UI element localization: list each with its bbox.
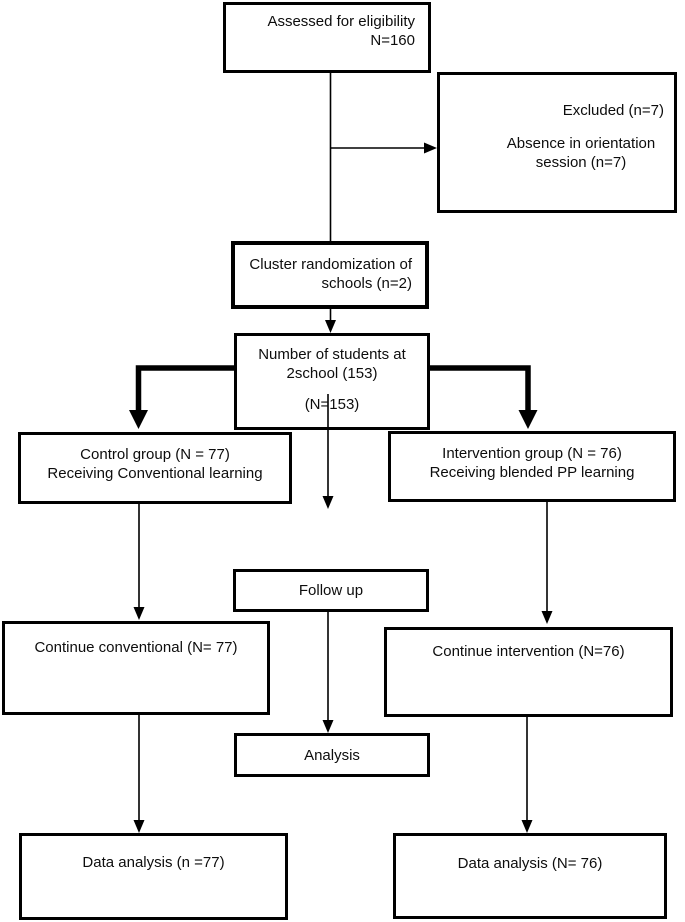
box-continue-intervention: Continue intervention (N=76) [384,627,673,717]
connector-students-to-control-thick-arrow [129,365,235,429]
box-text-line: Excluded (n=7) [562,102,664,119]
box-continue-conventional: Continue conventional (N= 77) [2,621,270,715]
box-control-group: Control group (N = 77) Receiving Convent… [18,432,292,504]
box-text-line: Data analysis (n =77) [82,854,225,871]
box-text-line: Follow up [298,582,364,599]
connector-to-excluded-arrow [330,142,437,154]
box-text-line: 2school (153) [286,365,378,382]
box-text-line: Intervention group (N = 76) [442,445,622,462]
box-text-line: Assessed for eligibility [267,13,415,30]
box-follow-up: Follow up [233,569,429,612]
connector-continue-to-data-right-arrow [521,716,533,833]
box-excluded: Excluded (n=7) Absence in orientation se… [437,72,677,213]
connector-cluster-to-students-arrow [325,306,336,333]
box-text-line: session (n=7) [535,154,627,171]
box-text-line: Absence in orientation [506,135,656,152]
box-assessed-for-eligibility: Assessed for eligibility N=160 [223,2,431,73]
box-data-analysis-intervention: Data analysis (N= 76) [393,833,667,919]
box-text-line: N=160 [370,32,415,49]
connector-students-to-intervention-thick-arrow [429,365,538,429]
box-text-line: Receiving Conventional learning [47,465,263,482]
box-text-line: Continue intervention (N=76) [432,643,625,660]
box-text-line: Data analysis (N= 76) [457,855,603,872]
box-text-line: Cluster randomization of [249,256,412,273]
box-cluster-randomization: Cluster randomization of schools (n=2) [231,241,429,309]
box-text-line: (N=153) [304,396,360,413]
box-analysis: Analysis [234,733,430,777]
box-text-line: Receiving blended PP learning [429,464,635,481]
connector-continue-to-data-left-arrow [133,714,145,833]
connector-intervention-to-continue-arrow [541,501,553,624]
box-data-analysis-control: Data analysis (n =77) [19,833,288,920]
box-text-line: Analysis [304,747,360,764]
box-text-line: Control group (N = 77) [80,446,230,463]
box-text-block: Absence in orientation session (n=7) [464,134,685,172]
box-text-line: schools (n=2) [321,275,412,292]
connector-control-to-continue-arrow [133,504,145,620]
box-number-of-students: Number of students at 2school (153) (N=1… [234,333,430,430]
box-intervention-group: Intervention group (N = 76) Receiving bl… [388,431,676,502]
box-text-line: Number of students at [258,346,406,363]
box-text-line: Continue conventional (N= 77) [34,639,238,656]
connector-followup-to-analysis-arrow [322,611,334,733]
